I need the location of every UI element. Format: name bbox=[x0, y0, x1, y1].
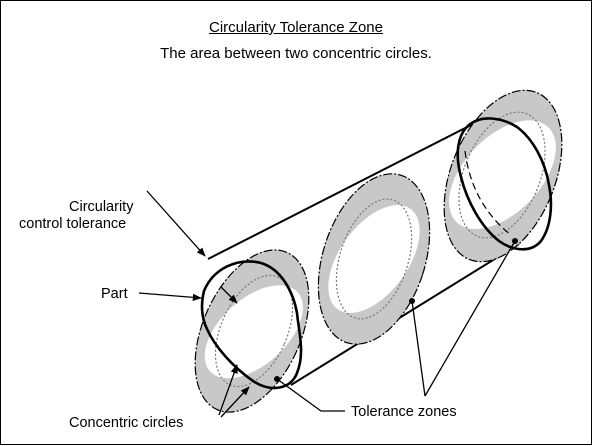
diagram-subtitle: The area between two concentric circles. bbox=[160, 45, 432, 62]
circularity-leader bbox=[146, 190, 206, 257]
right-inner-dashed bbox=[464, 150, 512, 236]
label-circularity-line1: Circularity bbox=[69, 199, 134, 215]
cylinder-top-edge bbox=[207, 120, 480, 260]
part-leader bbox=[138, 292, 202, 301]
label-concentric-circles: Concentric circles bbox=[69, 415, 183, 431]
tolerance-zones-leaders bbox=[274, 238, 518, 412]
right-part-profile bbox=[456, 117, 553, 251]
part-profile bbox=[200, 260, 303, 390]
diagram-title: Circularity Tolerance Zone bbox=[209, 19, 383, 36]
right-tolerance-zone bbox=[443, 89, 563, 263]
label-circularity-line2: control tolerance bbox=[19, 216, 126, 232]
label-part: Part bbox=[101, 286, 128, 302]
cylinder-bottom-edge bbox=[290, 243, 520, 386]
concentric-circles-leaders bbox=[218, 364, 250, 418]
label-tolerance-zones: Tolerance zones bbox=[351, 404, 457, 420]
radial-width-arrow bbox=[220, 286, 238, 304]
middle-tolerance-zone bbox=[317, 173, 431, 345]
